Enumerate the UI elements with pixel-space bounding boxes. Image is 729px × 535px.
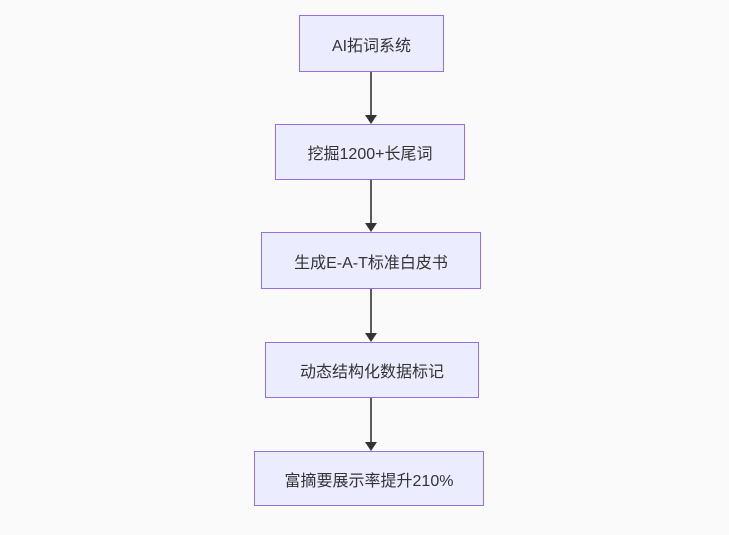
arrow-down-3: [364, 289, 378, 342]
arrow-down-2: [364, 180, 378, 232]
arrow-line: [370, 72, 372, 116]
flow-node-longtail-mining: 挖掘1200+长尾词: [275, 124, 465, 180]
arrowhead-icon: [365, 115, 377, 124]
arrow-down-4: [364, 398, 378, 451]
arrowhead-icon: [365, 223, 377, 232]
arrow-line: [370, 398, 372, 443]
flow-node-rich-snippet-result: 富摘要展示率提升210%: [254, 451, 484, 506]
arrow-line: [370, 180, 372, 224]
arrowhead-icon: [365, 442, 377, 451]
arrow-down-1: [364, 72, 378, 124]
flow-node-ai-word-expansion: AI拓词系统: [299, 15, 444, 72]
arrow-line: [370, 289, 372, 334]
flow-node-eat-whitepaper: 生成E-A-T标准白皮书: [261, 232, 481, 289]
arrowhead-icon: [365, 333, 377, 342]
flow-node-structured-data-markup: 动态结构化数据标记: [265, 342, 479, 398]
